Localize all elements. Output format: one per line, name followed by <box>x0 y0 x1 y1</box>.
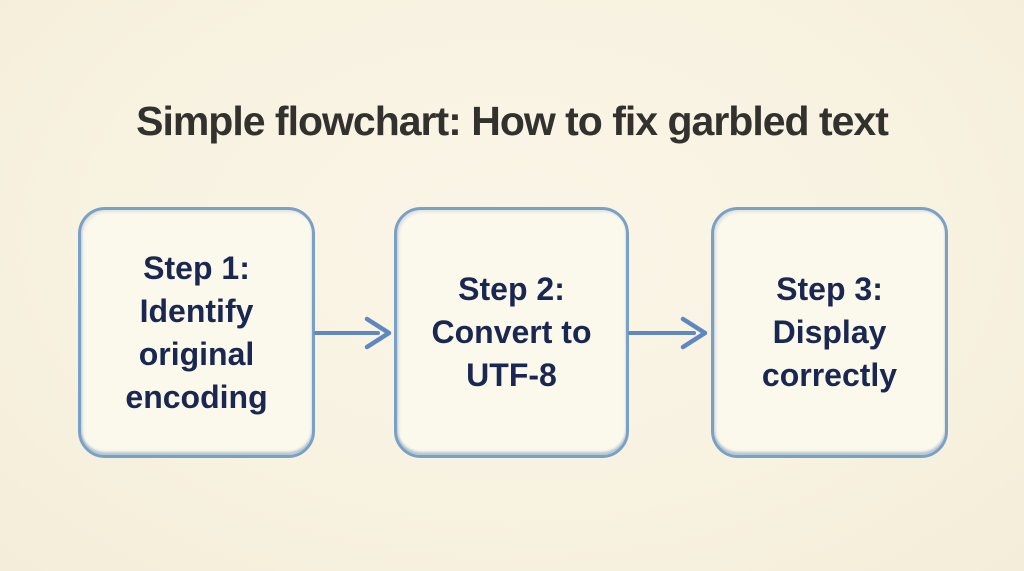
step-box-1: Step 1: Identify original encoding <box>78 207 315 458</box>
step-box-3: Step 3: Display correctly <box>711 207 948 458</box>
step-box-2: Step 2: Convert to UTF-8 <box>394 207 629 458</box>
page-title: Simple flowchart: How to fix garbled tex… <box>136 98 889 144</box>
step-3-label: Step 3: Display correctly <box>761 271 898 393</box>
step-1-label: Step 1: Identify original encoding <box>125 249 268 415</box>
arrow-right-icon-1 <box>314 316 392 350</box>
arrow-right-icon-2 <box>628 316 708 350</box>
step-2-label: Step 2: Convert to UTF-8 <box>431 271 592 393</box>
